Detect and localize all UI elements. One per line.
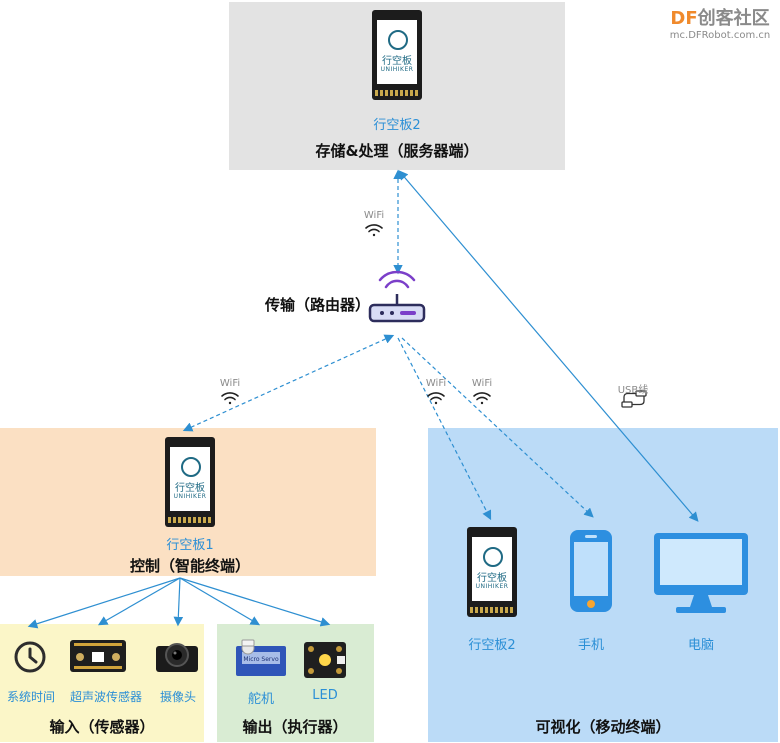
board-logo-icon	[181, 457, 201, 477]
watermark-brand-df: DF	[670, 8, 698, 29]
wifi-label-control: WiFi	[219, 378, 241, 389]
servo-icon: Micro Servo	[236, 639, 286, 676]
wifi-icon	[365, 224, 383, 237]
board-logo-icon	[483, 547, 503, 567]
output-title: 输出（执行器）	[242, 718, 348, 736]
input-title: 输入（传感器）	[49, 718, 155, 736]
board-logo-text: 行空板	[175, 483, 205, 494]
server-title: 存储&处理（服务器端）	[315, 142, 479, 160]
link-router-board2	[397, 337, 492, 521]
link-router-control	[182, 334, 395, 432]
watermark-url: mc.DFRobot.com.cn	[669, 30, 771, 41]
clock-icon	[14, 641, 46, 673]
control-device-label: 行空板1	[166, 538, 214, 553]
usb-cable-icon	[621, 390, 647, 408]
board-device-visual: 行空板 UNIHIKER	[467, 527, 517, 617]
watermark-brand-cn: 创客社区	[697, 8, 770, 29]
link-server-computer	[398, 170, 699, 522]
visual-item-phone: 手机	[577, 638, 604, 653]
output-item-servo: 舵机	[247, 692, 274, 707]
server-device-label: 行空板2	[373, 118, 421, 133]
board-device-server: 行空板 UNIHIKER	[372, 10, 422, 100]
board-logo-subtext: UNIHIKER	[380, 66, 414, 73]
board-logo-subtext: UNIHIKER	[173, 493, 207, 500]
ultrasonic-sensor-icon	[70, 640, 126, 672]
router-icon	[368, 270, 426, 323]
link-router-phone	[401, 337, 594, 518]
board-logo-text: 行空板	[382, 56, 412, 67]
output-item-led: LED	[312, 688, 338, 703]
wifi-label-phone: WiFi	[471, 378, 493, 389]
board-device-control: 行空板 UNIHIKER	[165, 437, 215, 527]
visual-item-computer: 电脑	[687, 638, 714, 653]
link-control-camera	[173, 577, 184, 627]
link-control-servo	[179, 577, 261, 626]
input-item-clock: 系统时间	[6, 690, 55, 704]
camera-icon	[156, 643, 198, 672]
visual-title: 可视化（移动终端）	[535, 718, 671, 736]
input-item-camera: 摄像头	[159, 690, 196, 704]
router-title: 传输（路由器）	[264, 296, 370, 314]
board-logo-subtext: UNIHIKER	[475, 583, 509, 590]
link-control-ultrasonic	[97, 577, 181, 626]
control-title: 控制（智能终端）	[129, 557, 250, 575]
link-control-clock	[27, 577, 181, 629]
input-item-ultrasonic: 超声波传感器	[69, 690, 142, 704]
wifi-label-board2: WiFi	[425, 378, 447, 389]
link-control-led	[179, 577, 331, 627]
wifi-icon	[473, 392, 491, 405]
wifi-icon	[427, 392, 445, 405]
monitor-icon	[654, 533, 748, 613]
wifi-icon	[221, 392, 239, 405]
board-logo-icon	[388, 30, 408, 50]
servo-label: Micro Servo	[243, 656, 279, 663]
led-module-icon	[304, 642, 346, 678]
watermark: DF创客社区 mc.DFRobot.com.cn	[662, 4, 778, 41]
wifi-label-server: WiFi	[363, 210, 385, 221]
usb-label: USB线	[617, 385, 649, 396]
phone-icon	[570, 530, 612, 612]
visual-item-board: 行空板2	[468, 638, 516, 653]
board-logo-text: 行空板	[477, 573, 507, 584]
